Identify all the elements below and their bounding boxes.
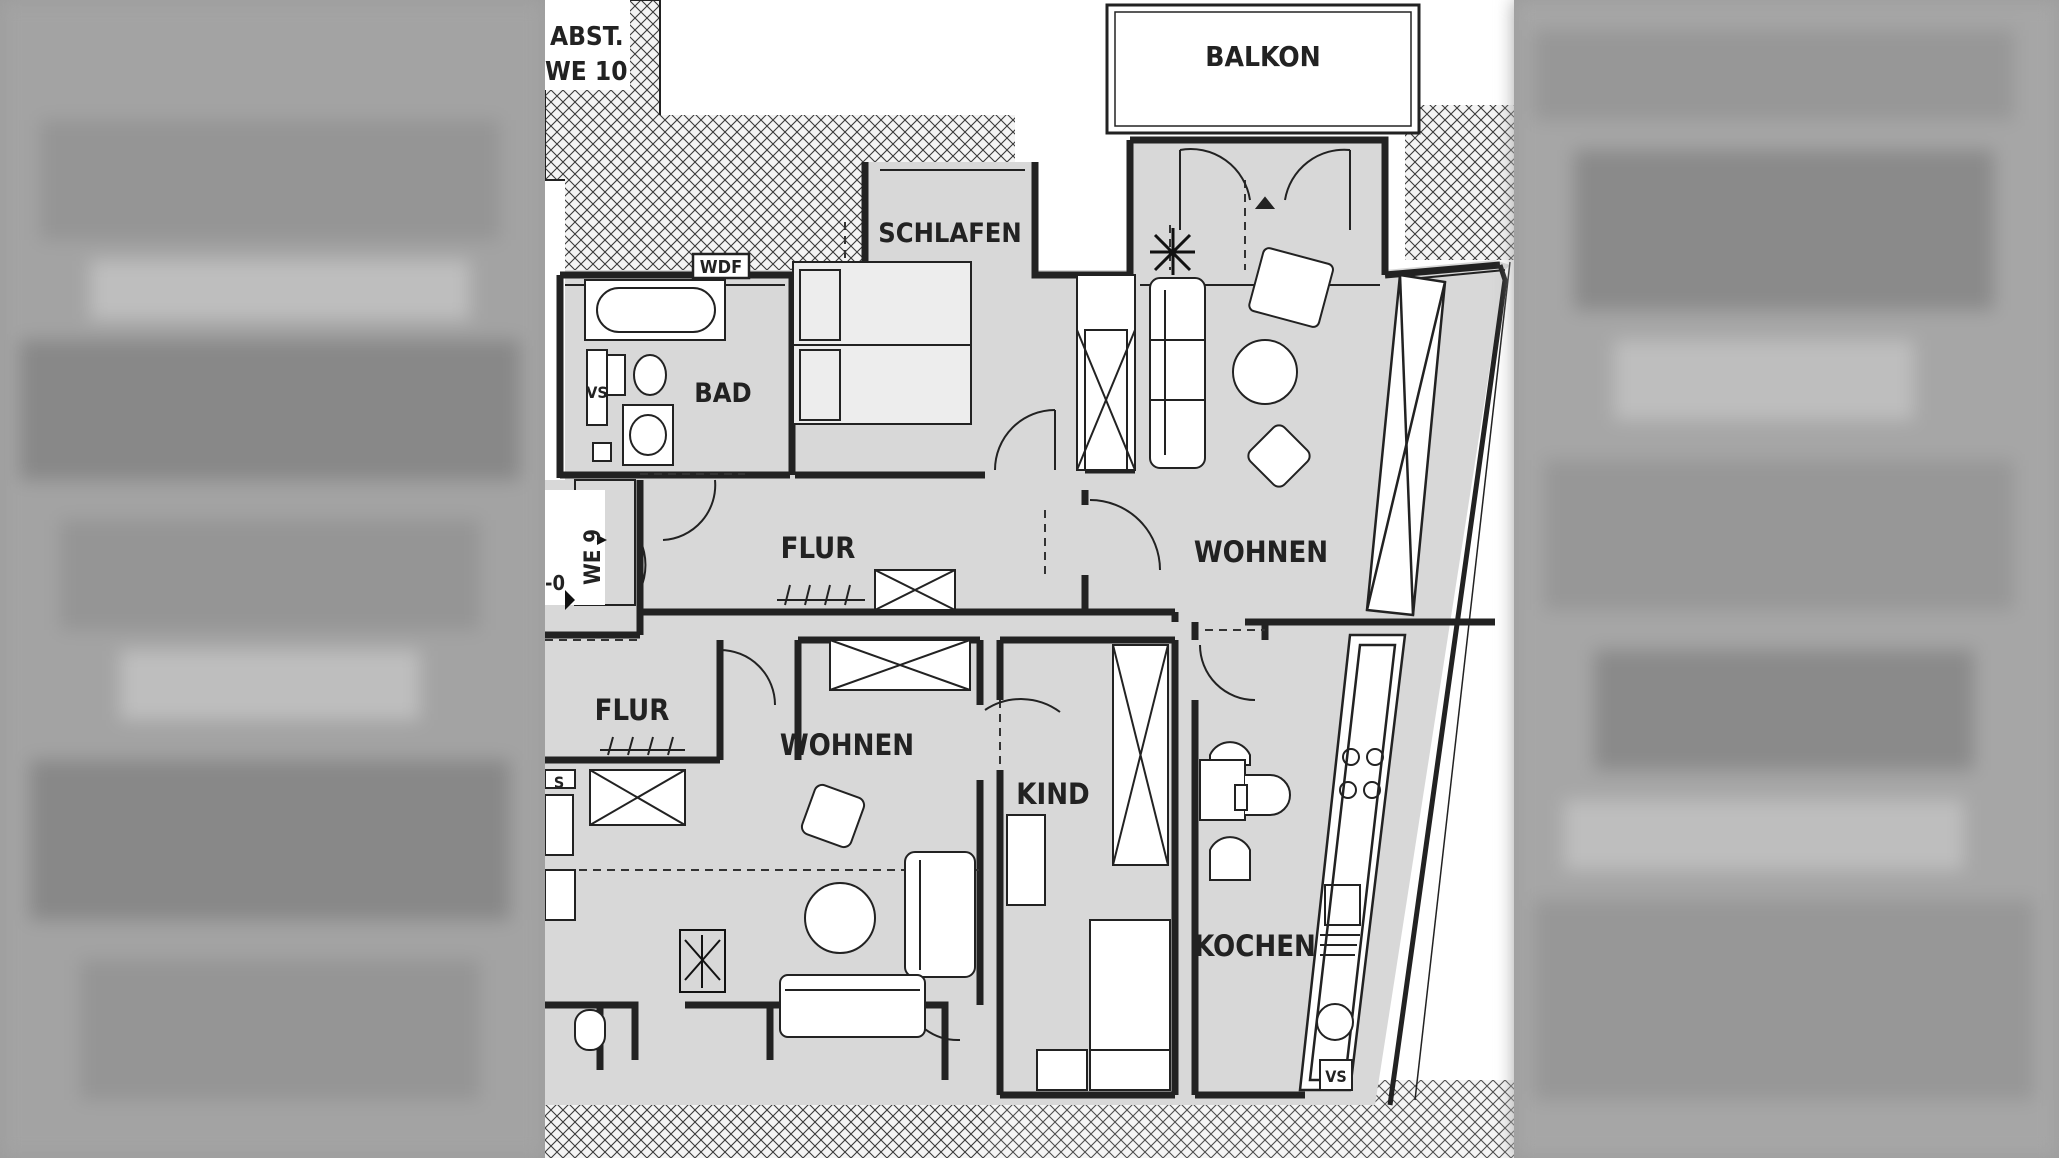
round-table [1232,339,1298,405]
coat-hooks-top [777,584,865,606]
kind-label: KIND [1016,777,1089,811]
we9-marker: WE 9 -0 [545,490,607,610]
wardrobe-lower-left [589,769,686,826]
stool [1247,424,1311,488]
dashed-lines [545,180,1265,871]
washbasin [622,404,674,466]
balcony-door [1179,148,1351,230]
coat-hooks-bottom [600,736,685,756]
bathtub [584,279,726,341]
sofa [1149,277,1206,469]
kind-wardrobe [1112,644,1169,866]
wohnen-left-label: WOHNEN [780,728,914,762]
dining-set [1199,741,1291,881]
vs-kitchen-box: VS [1319,1059,1353,1091]
balkon-area [1105,3,1421,135]
we10-label: WE 10 [545,57,627,87]
armchair [1248,247,1334,328]
s-left-label: S [554,773,564,792]
armchair-lower [800,783,866,849]
wardrobe-lower-wohnen [829,639,971,691]
vs-bath-label: VS [586,383,608,402]
flur-wardrobe [874,569,956,611]
vs-kitchen-label: VS [1325,1067,1347,1086]
round-table-lower [804,882,876,954]
vs-bath-box: VS [586,349,612,462]
wardrobe-schlafen [1076,274,1136,471]
sofa-lower [779,851,976,1038]
wardrobe-wohnen [1365,273,1447,617]
kitchen-drum [1316,1003,1354,1041]
blurred-left-background [0,0,545,1158]
plant-lower-icon [679,929,726,993]
kitchen-stove [1339,748,1384,799]
kind-bed [1036,919,1171,1091]
plant-icon [1150,228,1195,275]
flur-top-label: FLUR [781,531,856,565]
abst-box: ABST. WE 10 [545,0,630,90]
svg-text:-0: -0 [545,571,565,595]
we9-label: WE 9 [581,529,606,585]
left-edge-fixtures [545,769,606,1051]
schlafen-label: SCHLAFEN [878,218,1021,249]
kind-desk [1006,814,1046,906]
toilet [602,354,667,396]
double-bed [792,261,972,425]
abst-label: ABST. [550,22,624,52]
kochen-label: KOCHEN [1194,929,1316,963]
kitchen-sink [1320,884,1361,956]
wdf-box: WDF [691,252,751,280]
wohnen-right-label: WOHNEN [1194,535,1328,569]
blurred-right-background [1514,0,2059,1158]
wdf-label: WDF [700,257,742,278]
flur-bottom-label: FLUR [595,693,670,727]
floor-plan: WDF VS [545,0,1514,1158]
bad-label: BAD [694,378,751,409]
balkon-label: BALKON [1205,40,1321,73]
